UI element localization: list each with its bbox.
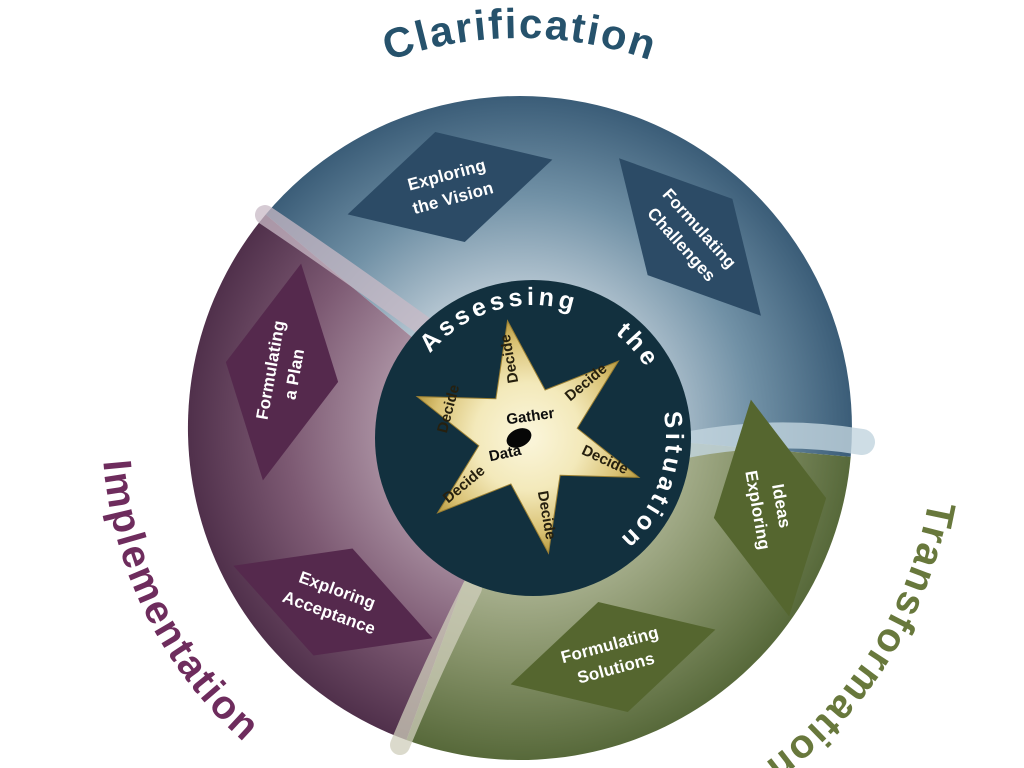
step-exploring-ideas: Exploring Ideas	[713, 399, 827, 617]
seam-bottom	[390, 578, 482, 755]
step-diamond	[233, 548, 433, 656]
seam-top-left	[255, 205, 442, 342]
clarification-label: Clarification	[377, 0, 662, 69]
step-formulating-challenges: Formulating Challenges	[619, 158, 761, 316]
step-diamond	[347, 131, 553, 243]
step-formulating-a-plan: Formulating a Plan	[225, 263, 339, 481]
gather-label: Gather	[505, 405, 555, 429]
step-formulating-solutions: Formulating Solutions	[510, 601, 716, 713]
data-label: Data	[487, 442, 523, 466]
step-diamond	[619, 158, 761, 316]
step-diamond	[713, 399, 827, 617]
step-diamond	[225, 263, 339, 481]
step-exploring-acceptance: Exploring Acceptance	[233, 548, 433, 656]
data-blob-icon	[506, 428, 532, 448]
step-exploring-the-vision: Exploring the Vision	[347, 131, 553, 243]
clarification-arc-text: Clarification	[377, 0, 664, 69]
step-diamond	[510, 601, 716, 713]
